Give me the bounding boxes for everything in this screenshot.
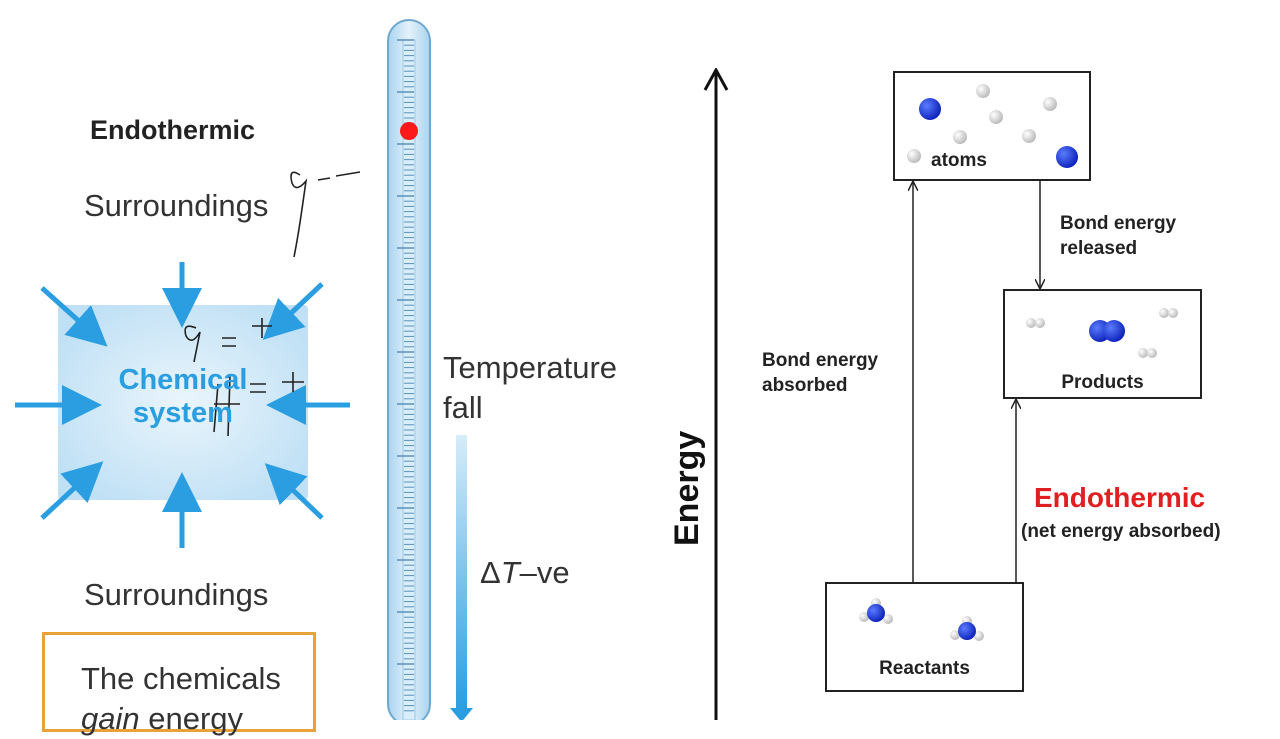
arrow-bottom-left <box>40 461 104 520</box>
net-energy-absorbed-label: (net energy absorbed) <box>1021 521 1221 542</box>
chemical-system-label: Chemical system <box>100 364 266 430</box>
thermometer-scale <box>397 39 414 712</box>
atom-white <box>1147 348 1157 358</box>
bond-absorbed-line2: absorbed <box>762 375 848 396</box>
bond-released-line1: Bond energy <box>1060 213 1177 234</box>
chemical-system-box <box>58 305 308 500</box>
atom-blue <box>919 98 941 120</box>
temperature-fall-bar <box>456 435 467 710</box>
note-line1: The chemicals <box>81 661 281 696</box>
energy-axis-label: Energy <box>668 430 706 546</box>
atom-white <box>1168 308 1178 318</box>
atom-white <box>953 130 967 144</box>
atom-white <box>871 598 881 608</box>
thermometer <box>387 19 431 720</box>
atom-white <box>1159 308 1169 318</box>
temperature-fall-label: Temperature fall <box>443 348 617 428</box>
note-gain-word: gain <box>81 701 140 736</box>
atom-white <box>1026 318 1036 328</box>
bond-energy-released-label: Bond energy released <box>1060 211 1176 261</box>
atom-blue <box>1056 146 1078 168</box>
products-label: Products <box>1061 372 1144 393</box>
delta-symbol: Δ <box>480 555 501 590</box>
atoms-label: atoms <box>931 150 987 171</box>
atom-white <box>1035 318 1045 328</box>
temperature-line2: fall <box>443 390 483 425</box>
note-energy-word: energy <box>139 701 244 736</box>
atom-white <box>859 612 869 622</box>
surroundings-bottom-label: Surroundings <box>84 577 269 612</box>
endothermic-red-title: Endothermic <box>1034 482 1206 513</box>
atom-blue <box>867 604 885 622</box>
reactant-molecules <box>859 598 984 641</box>
atom-white <box>883 614 893 624</box>
product-molecules <box>1026 308 1178 358</box>
temperature-fall-arrowhead <box>450 708 473 720</box>
atom-blue <box>958 622 976 640</box>
atom-white <box>976 84 990 98</box>
atom-blue <box>1089 320 1111 342</box>
thermometer-bore <box>402 39 416 720</box>
atom-white <box>1043 97 1057 111</box>
temperature-marker-red <box>400 122 418 140</box>
left-diagram-graphics <box>15 19 473 720</box>
delta-suffix: –ve <box>519 555 570 590</box>
handwriting-annotations <box>184 171 361 437</box>
chemicals-gain-energy-note: The chemicals gain energy <box>42 632 316 736</box>
atom-white <box>974 631 984 641</box>
atom-white <box>1022 129 1036 143</box>
bond-released-line2: released <box>1060 238 1138 259</box>
chemical-system-line2: system <box>133 397 233 429</box>
bond-energy-absorbed-label: Bond energy absorbed <box>762 348 878 398</box>
arrow-top-right <box>262 282 324 340</box>
chemical-system-line1: Chemical <box>118 364 248 396</box>
note-line2: gain energy <box>81 699 313 739</box>
temperature-line1: Temperature <box>443 350 618 385</box>
bond-absorbed-line1: Bond energy <box>762 350 879 371</box>
inward-energy-arrows <box>15 262 350 548</box>
surroundings-top-label: Surroundings <box>84 188 269 223</box>
arrow-bottom-right <box>264 463 324 520</box>
atom-white <box>962 616 972 626</box>
endothermic-title: Endothermic <box>90 115 256 145</box>
atom-white <box>989 110 1003 124</box>
atom-blue <box>1103 320 1125 342</box>
reactants-label: Reactants <box>879 658 970 679</box>
atom-white <box>950 630 960 640</box>
delta-t-negative-label: ΔT–ve <box>480 555 570 591</box>
atom-white <box>1138 348 1148 358</box>
delta-t-variable: T <box>500 555 520 590</box>
arrow-top-left <box>40 286 108 347</box>
